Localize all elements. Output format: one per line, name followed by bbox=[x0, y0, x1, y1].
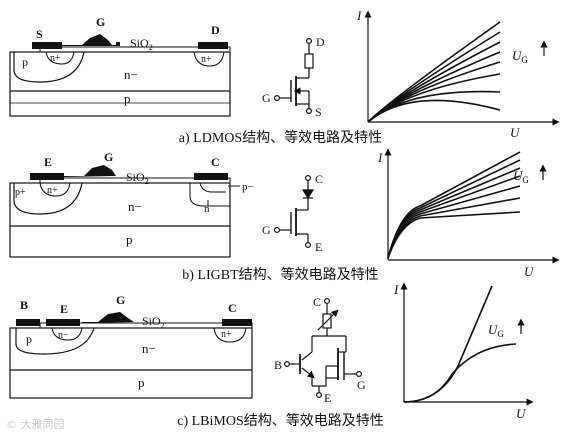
ligbt-circuit-gate-label: G bbox=[262, 223, 271, 237]
ldmos-structure bbox=[9, 46, 231, 117]
ldmos-source-label: S bbox=[36, 27, 43, 41]
ldmos-n-plus-right-label: n+ bbox=[201, 54, 212, 65]
watermark: © 大雅同园 bbox=[6, 418, 65, 431]
ligbt-axes bbox=[384, 148, 560, 264]
ldmos-p-body-label: p bbox=[22, 55, 28, 69]
ldmos-substrate-label: p bbox=[124, 91, 131, 106]
lbimos-gate-label: G bbox=[116, 293, 125, 307]
ligbt-circuit-collector-label: C bbox=[315, 172, 323, 186]
ligbt-curve bbox=[387, 211, 521, 259]
lbimos-circuit-gate-label: G bbox=[357, 378, 366, 392]
ligbt-curve bbox=[387, 197, 521, 259]
ldmos-axes bbox=[364, 10, 560, 126]
lbimos-circuit-emitter-label: E bbox=[324, 391, 331, 405]
ligbt-n-plus-label: n+ bbox=[47, 185, 58, 196]
ldmos-drift-label: n− bbox=[124, 67, 138, 82]
ldmos-curve bbox=[367, 51, 501, 123]
ligbt-curves bbox=[387, 151, 521, 259]
ligbt-metal bbox=[30, 165, 228, 180]
ligbt-curve bbox=[387, 185, 521, 259]
lbimos-substrate-label: p bbox=[138, 375, 145, 390]
ligbt-p-plus-label: p+ bbox=[15, 187, 26, 198]
ldmos-ug-label: UG bbox=[512, 48, 528, 65]
lbimos-ug-label: UG bbox=[488, 322, 504, 339]
lbimos-x-axis-label: U bbox=[516, 406, 527, 421]
lbimos-structure bbox=[9, 322, 253, 399]
lbimos-oxide-label: SiO2 bbox=[142, 314, 165, 330]
ldmos-circuit-drain-label: D bbox=[316, 35, 325, 49]
lbimos-circuit-collector-label: C bbox=[313, 295, 321, 309]
caption-lbimos: c) LBiMOS结构、等效电路及特性 bbox=[177, 414, 384, 429]
lbimos-collector-label: C bbox=[228, 301, 237, 315]
lbimos-y-axis-label: I bbox=[393, 282, 399, 297]
lbimos-p-body-label: p bbox=[26, 332, 32, 346]
lbimos-n-left-label: n− bbox=[58, 330, 69, 341]
panel-c: B E G C SiO2 p n− n+ n− p bbox=[9, 282, 534, 421]
ldmos-curve bbox=[367, 99, 501, 123]
ligbt-drift-label: n− bbox=[128, 199, 142, 214]
lbimos-circuit bbox=[284, 298, 363, 399]
ligbt-curve bbox=[387, 159, 521, 259]
ldmos-circuit-source-label: S bbox=[315, 105, 322, 119]
ldmos-x-axis-label: U bbox=[510, 125, 521, 140]
ldmos-circuit-gate-label: G bbox=[262, 91, 271, 105]
lbimos-axes bbox=[400, 282, 534, 406]
lbimos-circuit-base-label: B bbox=[274, 358, 282, 372]
panel-a: S G D SiO2 p n+ n+ n− p D G S bbox=[9, 8, 560, 140]
caption-ldmos: a) LDMOS结构、等效电路及特性 bbox=[178, 131, 383, 146]
ligbt-circuit-emitter-label: E bbox=[315, 240, 322, 254]
ldmos-curves bbox=[367, 21, 501, 123]
ldmos-circuit bbox=[274, 37, 314, 114]
lbimos-base-label: B bbox=[20, 298, 28, 312]
lbimos-n-plus-right-label: n+ bbox=[221, 329, 232, 340]
ligbt-collector-label: C bbox=[211, 155, 220, 169]
lbimos-curve bbox=[403, 285, 493, 403]
lbimos-metal bbox=[16, 312, 252, 326]
ldmos-gate-label: G bbox=[96, 15, 105, 29]
lbimos-curves bbox=[403, 285, 517, 403]
ldmos-n-plus-left-label: n+ bbox=[50, 53, 61, 64]
ligbt-gate-label: G bbox=[104, 150, 113, 164]
panel-b: E G C SiO2 p+ n+ p− n n− p C G E bbox=[9, 148, 560, 279]
ldmos-oxide-label: SiO2 bbox=[130, 36, 153, 52]
ldmos-y-axis-label: I bbox=[356, 8, 362, 23]
ldmos-drain-label: D bbox=[211, 23, 220, 37]
ligbt-x-axis-label: U bbox=[524, 264, 535, 279]
lbimos-emitter-label: E bbox=[60, 302, 68, 316]
ligbt-substrate-label: p bbox=[126, 232, 133, 247]
lbimos-curve bbox=[403, 343, 517, 403]
ligbt-p-minus-label: p− bbox=[242, 181, 254, 193]
ligbt-n-buffer-label: n bbox=[204, 203, 210, 215]
ligbt-oxide-label: SiO2 bbox=[126, 170, 149, 186]
ligbt-structure bbox=[9, 177, 231, 258]
lbimos-drift-label: n− bbox=[142, 341, 156, 356]
ldmos-metal bbox=[32, 34, 228, 49]
ligbt-emitter-label: E bbox=[44, 155, 52, 169]
ligbt-y-axis-label: I bbox=[377, 150, 383, 165]
ligbt-ug-label: UG bbox=[513, 168, 529, 185]
caption-ligbt: b) LIGBT结构、等效电路及特性 bbox=[182, 268, 379, 283]
ligbt-circuit bbox=[274, 175, 315, 249]
